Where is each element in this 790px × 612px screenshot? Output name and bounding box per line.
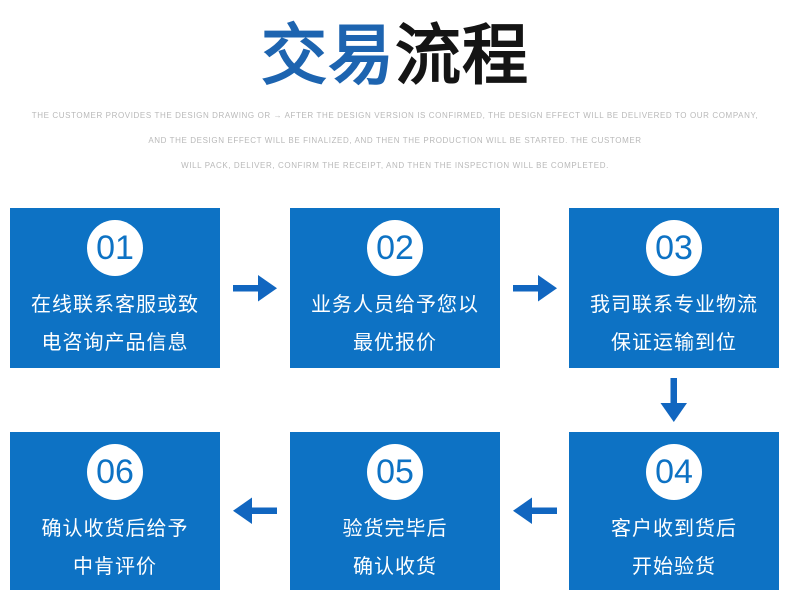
step-text-line: 确认收货	[353, 556, 437, 579]
step-text-line: 业务人员给予您以	[311, 294, 479, 317]
step-number-badge: 06	[87, 444, 143, 501]
step-text-line: 客户收到货后	[611, 518, 737, 541]
arrow-left-icon	[220, 432, 290, 590]
step-number: 01	[96, 228, 134, 267]
step-text-line: 验货完毕后	[342, 518, 448, 541]
step-text-line: 最优报价	[353, 332, 437, 355]
step-description: 在线联系客服或致 电咨询产品信息	[31, 286, 199, 362]
subtitle: THE CUSTOMER PROVIDES THE DESIGN DRAWING…	[0, 103, 790, 178]
step-number-badge: 04	[646, 444, 702, 501]
step-number-badge: 02	[367, 220, 423, 277]
subtitle-line-1: THE CUSTOMER PROVIDES THE DESIGN DRAWING…	[31, 111, 759, 121]
step-card-02: 02 业务人员给予您以 最优报价	[290, 208, 500, 369]
step-number-badge: 01	[87, 220, 143, 277]
step-card-01: 01 在线联系客服或致 电咨询产品信息	[10, 208, 220, 369]
step-card-06: 06 确认收货后给予 中肯评价	[10, 432, 220, 591]
step-text-line: 在线联系客服或致	[31, 294, 199, 317]
step-description: 确认收货后给予 中肯评价	[42, 510, 189, 586]
arrow-down-icon	[569, 368, 779, 432]
step-text-line: 中肯评价	[73, 556, 157, 579]
step-number: 04	[655, 452, 693, 491]
page-title: 交易流程	[0, 16, 790, 95]
step-number: 02	[376, 228, 414, 267]
step-text-line: 确认收货后给予	[41, 518, 189, 541]
step-number-badge: 03	[646, 220, 702, 277]
subtitle-line-3: WILL PACK, DELIVER, CONFIRM THE RECEIPT,…	[181, 161, 609, 171]
step-text-line: 开始验货	[632, 556, 716, 579]
step-number: 05	[376, 452, 414, 491]
title-part-blue: 交易	[261, 18, 395, 92]
step-text-line: 电咨询产品信息	[41, 332, 189, 355]
header: 交易流程 THE CUSTOMER PROVIDES THE DESIGN DR…	[0, 0, 790, 178]
step-description: 客户收到货后 开始验货	[611, 510, 737, 586]
title-part-black: 流程	[395, 18, 529, 92]
step-description: 我司联系专业物流 保证运输到位	[590, 286, 758, 362]
arrow-left-icon	[500, 432, 569, 590]
step-number: 06	[96, 452, 134, 491]
arrow-right-icon	[220, 208, 290, 368]
step-number: 03	[655, 228, 693, 267]
step-description: 业务人员给予您以 最优报价	[311, 286, 479, 362]
flow-diagram: 01 在线联系客服或致 电咨询产品信息 02 业务人员给予您以 最优报价 03 …	[10, 208, 790, 591]
step-card-05: 05 验货完毕后 确认收货	[290, 432, 500, 591]
step-number-badge: 05	[367, 444, 423, 501]
arrow-right-icon	[500, 208, 569, 368]
step-card-04: 04 客户收到货后 开始验货	[569, 432, 779, 591]
step-card-03: 03 我司联系专业物流 保证运输到位	[569, 208, 779, 369]
step-text-line: 保证运输到位	[611, 332, 737, 355]
step-description: 验货完毕后 确认收货	[343, 510, 448, 586]
subtitle-line-2: AND THE DESIGN EFFECT WILL BE FINALIZED,…	[148, 136, 642, 146]
step-text-line: 我司联系专业物流	[590, 294, 758, 317]
